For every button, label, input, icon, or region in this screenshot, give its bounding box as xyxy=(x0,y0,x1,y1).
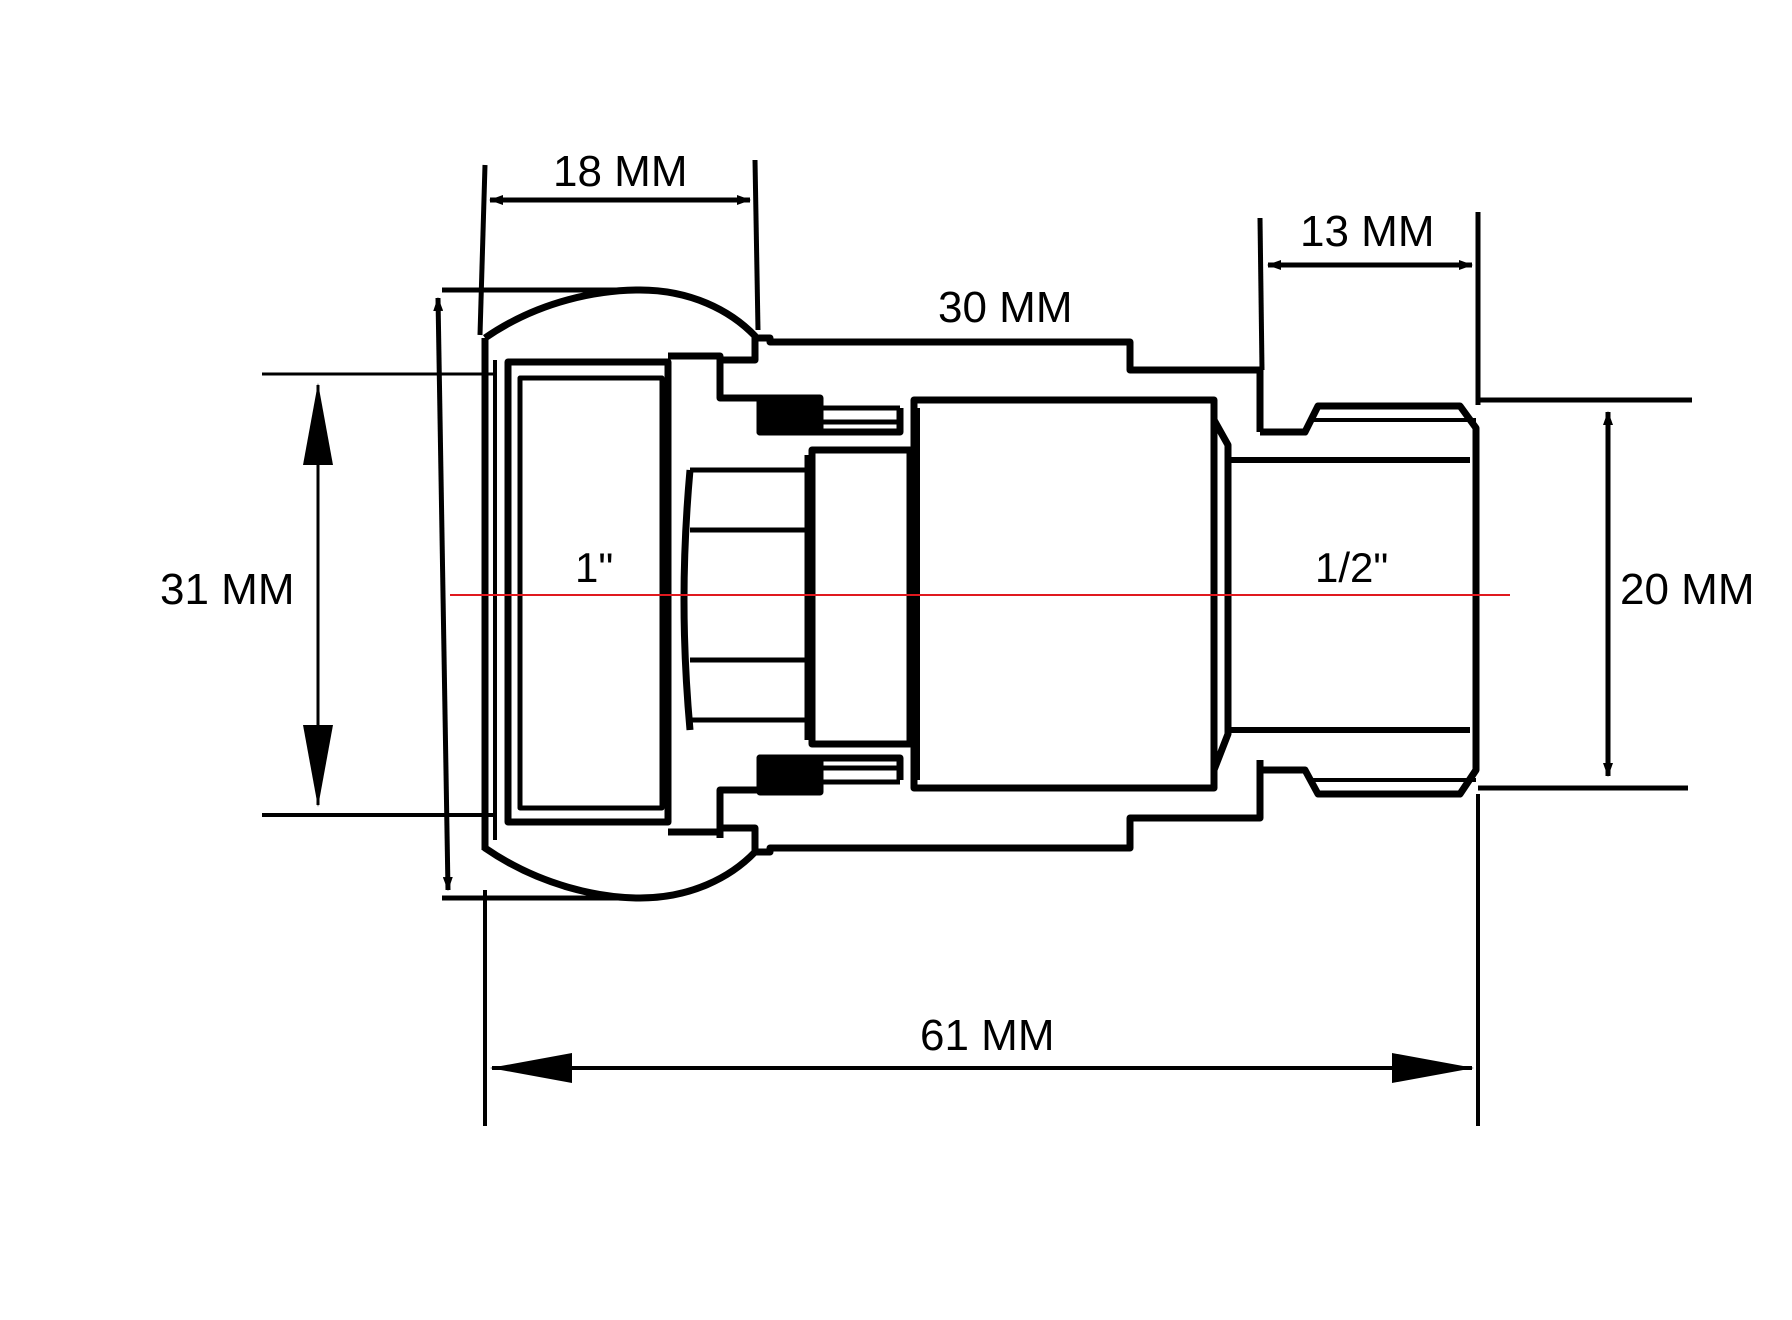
dimension-label-outlet-diameter: 20 MM xyxy=(1620,565,1754,614)
seal-ring-bottom xyxy=(756,754,824,796)
dimension-label-inlet-diameter: 31 MM xyxy=(160,565,294,614)
dimension-lines xyxy=(262,159,1692,1126)
inlet-thread-bore xyxy=(504,358,672,826)
dimension-label-thread-length: 13 MM xyxy=(1300,207,1434,256)
fitting-body xyxy=(481,286,1480,902)
union-nut-outline xyxy=(481,286,759,902)
outlet-thread xyxy=(1260,402,1480,798)
dimension-label-overall-length: 61 MM xyxy=(920,1011,1054,1060)
dimension-label-nut-length: 18 MM xyxy=(553,147,687,196)
dimension-label-body-length: 30 MM xyxy=(938,283,1072,332)
thread-size-inlet: 1" xyxy=(575,544,613,591)
seal-ring-top xyxy=(756,394,824,436)
thread-size-outlet: 1/2" xyxy=(1315,544,1388,591)
